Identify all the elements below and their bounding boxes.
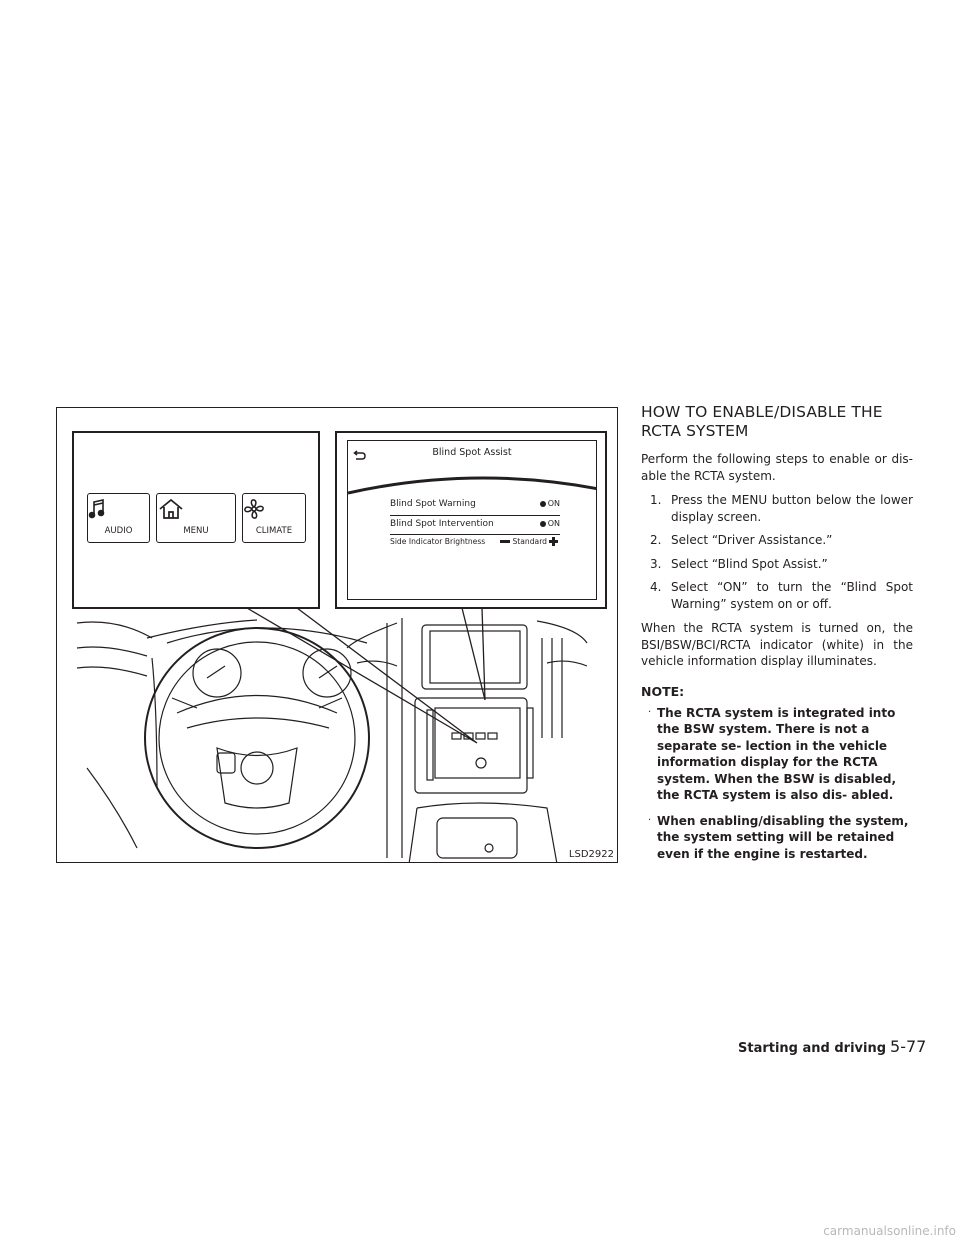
step-text: Select “ON” to turn the “Blind Spot Warn… — [671, 580, 913, 611]
blind-spot-warning-label: Blind Spot Warning — [390, 499, 476, 509]
note-item: · The RCTA system is integrated into the … — [641, 705, 913, 804]
dashboard-drawing — [76, 607, 588, 862]
blind-spot-assist-screen: Blind Spot Assist Blind Spot Warning ON … — [347, 440, 597, 600]
step-number: 4. — [650, 580, 662, 594]
row-divider — [390, 534, 560, 535]
step-number: 2. — [650, 533, 662, 547]
blind-spot-intervention-value: ON — [547, 519, 560, 528]
row-divider — [390, 515, 560, 516]
screen-title: Blind Spot Assist — [432, 447, 512, 458]
on-indicator-icon — [539, 500, 546, 507]
page-number: 5-77 — [890, 1037, 927, 1056]
note-text: The RCTA system is integrated into the B… — [657, 705, 897, 803]
display-callout: Blind Spot Assist Blind Spot Warning ON … — [335, 431, 607, 609]
side-indicator-brightness-value: Standard — [512, 537, 547, 546]
dashboard-illustration: AUDIO MENU CLIMATE Blind Spot Assist — [56, 407, 618, 863]
step-number: 3. — [650, 556, 662, 571]
audio-button[interactable]: AUDIO — [87, 493, 150, 543]
section-heading: HOW TO ENABLE/DISABLE THE RCTA SYSTEM — [641, 403, 913, 441]
notes-list: · The RCTA system is integrated into the … — [641, 705, 913, 863]
step-number: 1. — [650, 493, 662, 507]
blind-spot-warning-row[interactable]: Blind Spot Warning ON — [390, 499, 560, 509]
climate-button[interactable]: CLIMATE — [242, 493, 306, 543]
blind-spot-intervention-row[interactable]: Blind Spot Intervention ON — [390, 519, 560, 529]
note-label: NOTE: — [641, 683, 685, 699]
section-heading-line-2: RCTA SYSTEM — [641, 422, 749, 440]
blind-spot-intervention-label: Blind Spot Intervention — [390, 519, 494, 529]
intro-paragraph: Perform the following steps to enable or… — [641, 452, 913, 483]
step-text: Select “Driver Assistance.” — [671, 533, 833, 547]
audio-button-label: AUDIO — [104, 526, 133, 536]
step-item: 2. Select “Driver Assistance.” — [641, 532, 913, 549]
side-indicator-brightness-label: Side Indicator Brightness — [390, 537, 486, 546]
menu-button[interactable]: MENU — [156, 493, 236, 543]
watermark: carmanualsonline.info — [823, 1224, 956, 1238]
minus-icon[interactable] — [500, 540, 511, 543]
step-item: 1. Press the MENU button below the lower … — [641, 492, 913, 525]
header-arc — [348, 476, 596, 495]
step-text: Press the MENU button below the lower di… — [671, 493, 913, 524]
figure-code: LSD2922 — [568, 849, 614, 860]
step-text: Select “Blind Spot Assist.” — [671, 556, 828, 571]
note-item: · When enabling/disabling the system, the… — [641, 813, 913, 863]
hardware-buttons-callout: AUDIO MENU CLIMATE — [72, 431, 320, 609]
blind-spot-warning-value: ON — [547, 499, 560, 508]
bullet-icon: · — [648, 814, 652, 826]
result-paragraph: When the RCTA system is turned on, the B… — [641, 621, 913, 668]
note-text: When enabling/disabling the system, the … — [657, 813, 909, 861]
steps-list: 1. Press the MENU button below the lower … — [641, 492, 913, 612]
climate-button-label: CLIMATE — [255, 526, 293, 536]
plus-icon[interactable] — [549, 537, 558, 546]
bullet-icon: · — [648, 706, 652, 718]
footer-section-title: Starting and driving — [738, 1041, 887, 1056]
menu-button-label: MENU — [183, 526, 209, 536]
content-column: HOW TO ENABLE/DISABLE THE RCTA SYSTEM Pe… — [641, 403, 913, 871]
side-indicator-brightness-row[interactable]: Side Indicator Brightness Standard — [390, 537, 558, 546]
step-item: 3. Select “Blind Spot Assist.” — [641, 556, 913, 573]
step-item: 4. Select “ON” to turn the “Blind Spot Wa… — [641, 579, 913, 612]
section-heading-line-1: HOW TO ENABLE/DISABLE THE — [641, 403, 883, 421]
on-indicator-icon — [539, 520, 546, 527]
